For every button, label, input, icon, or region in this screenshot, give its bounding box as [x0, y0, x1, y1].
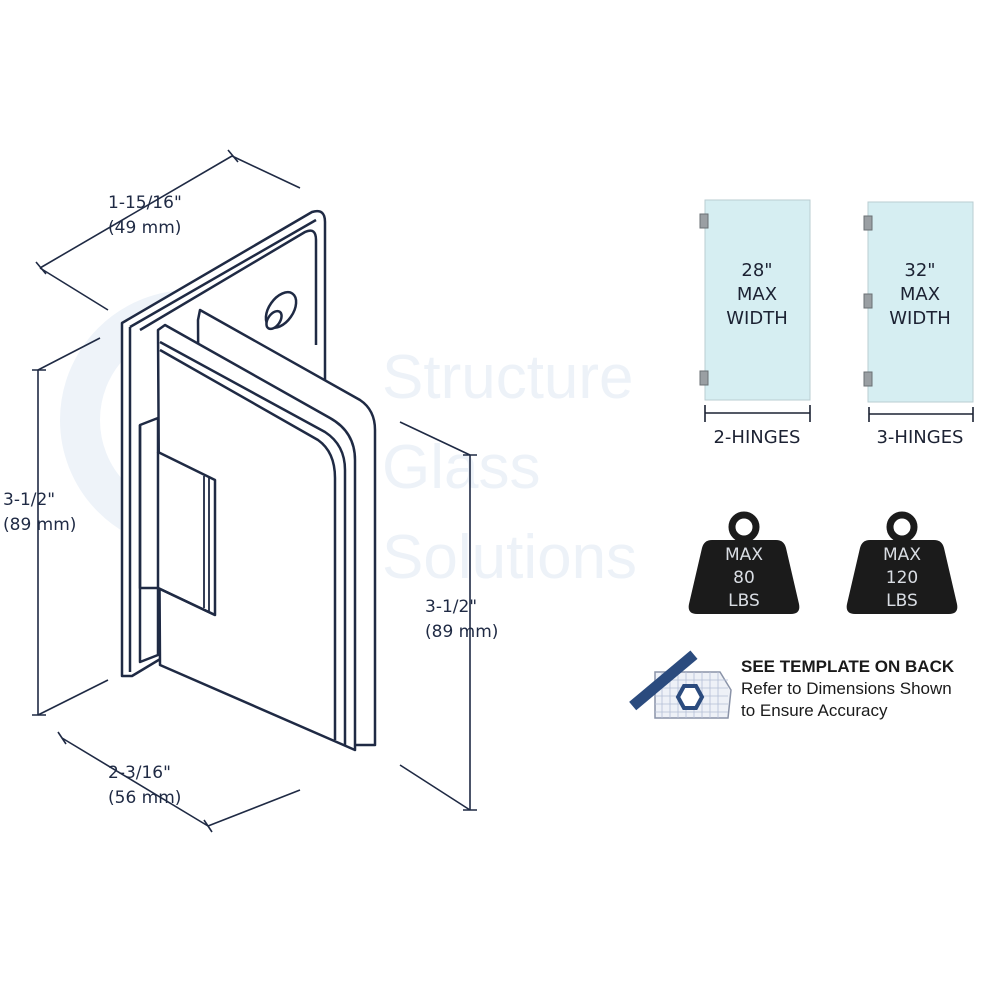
template-title: SEE TEMPLATE ON BACK [741, 657, 955, 676]
width-imperial: 2-3/16" [108, 763, 171, 783]
width-metric: (56 mm) [108, 788, 181, 808]
panel-width: 28" [741, 260, 772, 281]
ruler-icon [629, 650, 698, 711]
hinge-icon [863, 371, 873, 387]
weight-max: MAX [725, 545, 763, 565]
panel-width: 32" [904, 260, 935, 281]
panel-width-label: WIDTH [726, 308, 788, 329]
back-height-imperial: 3-1/2" [3, 490, 55, 510]
template-line-1: Refer to Dimensions Shown [741, 679, 952, 698]
watermark-line-1: Structure [382, 343, 634, 412]
panel-max: MAX [737, 284, 777, 305]
weight-value: 120 [886, 568, 918, 588]
hinge-count-label: 2-HINGES [713, 427, 800, 448]
hinge-icon [699, 370, 709, 386]
template-note: SEE TEMPLATE ON BACK Refer to Dimensions… [741, 656, 954, 722]
weight-unit: LBS [886, 591, 918, 611]
weight-icon-120: MAX 120 LBS [846, 511, 958, 614]
watermark-line-3: Solutions [382, 523, 637, 592]
weight-unit: LBS [728, 591, 760, 611]
watermark-line-2: Glass [382, 433, 540, 502]
hinge-count-label: 3-HINGES [876, 427, 963, 448]
front-plate [156, 323, 357, 752]
panel-max: MAX [900, 284, 940, 305]
depth-metric: (49 mm) [108, 218, 181, 238]
hinge-icon [863, 215, 873, 231]
depth-imperial: 1-15/16" [108, 193, 182, 213]
hinge-icon [699, 213, 709, 229]
hinge-illustration [120, 209, 377, 752]
glass-panel-3-hinges: 32" MAX WIDTH 3-HINGES [863, 201, 974, 448]
front-height-metric: (89 mm) [425, 622, 498, 642]
weight-icon-80: MAX 80 LBS [688, 511, 800, 614]
back-height-metric: (89 mm) [3, 515, 76, 535]
template-line-2: to Ensure Accuracy [741, 701, 888, 720]
dimension-lines [32, 149, 477, 833]
weight-max: MAX [883, 545, 921, 565]
panel-width-label: WIDTH [889, 308, 951, 329]
hinge-icon [863, 293, 873, 309]
glass-panel-2-hinges: 28" MAX WIDTH 2-HINGES [699, 199, 811, 448]
front-height-imperial: 3-1/2" [425, 597, 477, 617]
nut-icon [675, 684, 705, 710]
template-icon [629, 650, 732, 719]
weight-value: 80 [733, 568, 755, 588]
